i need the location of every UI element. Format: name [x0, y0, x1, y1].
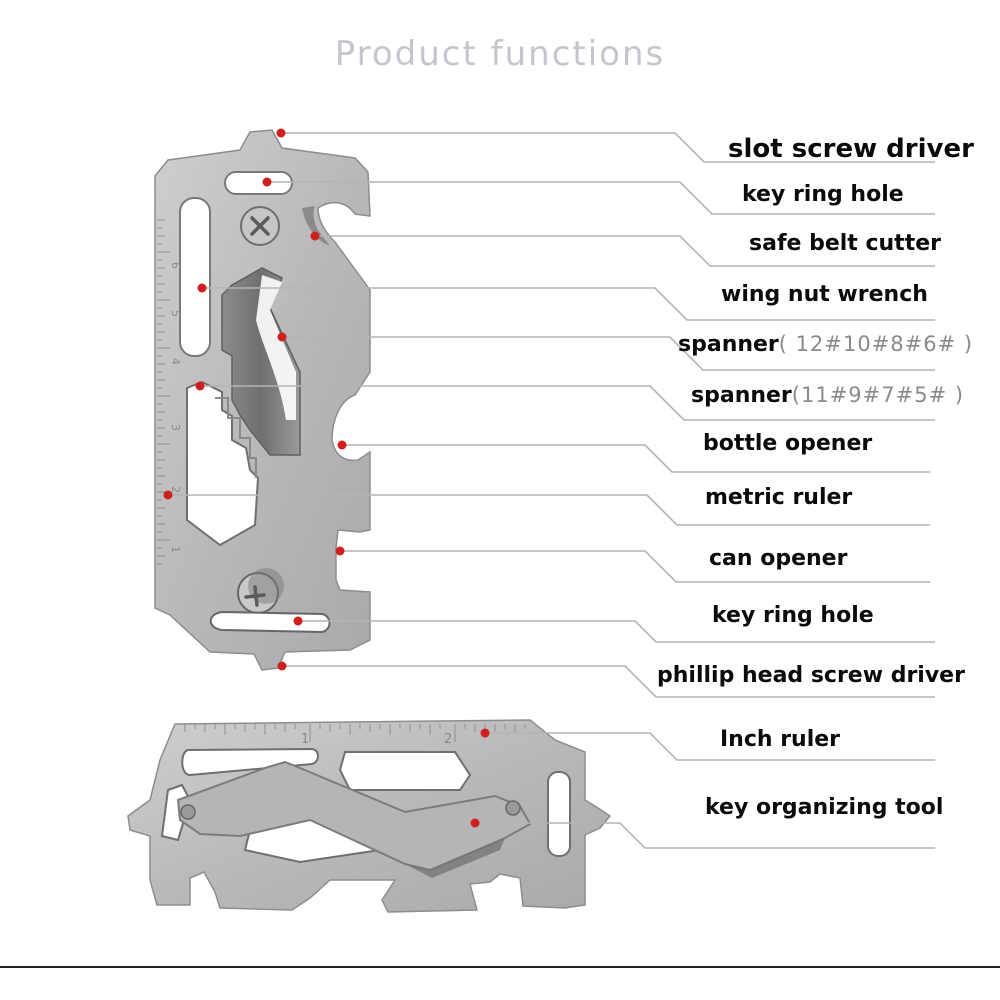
leader-line-wing-nut-wrench [202, 287, 935, 321]
callout-label-safe-belt-cutter: safe belt cutter [749, 231, 941, 256]
leader-line-inch-ruler [485, 732, 935, 761]
spanner-sizes: ( 12#10#8#6# ) [778, 332, 974, 356]
page-title: Product functions [334, 34, 666, 74]
multitool-vertical: 6 5 4 3 2 1 [154, 129, 371, 671]
metric-mark: 6 [169, 262, 182, 269]
key-organizer-arm [176, 760, 532, 872]
leader-line-bottle-opener [342, 444, 930, 473]
leader-line-spanner-odd [200, 385, 935, 421]
key-ring-slot-top [224, 171, 293, 195]
marker-dot-key-ring-hole-top [262, 177, 272, 187]
callout-label-key-organizing-tool: key organizing tool [705, 795, 944, 820]
leader-line-key-ring-hole-top [267, 181, 935, 215]
marker-dot-spanner-even [277, 332, 287, 342]
leader-line-spanner-even [282, 336, 935, 371]
marker-dot-phillip-head-screw-driver [277, 661, 287, 671]
top-screw [240, 206, 280, 246]
callout-label-metric-ruler: metric ruler [705, 485, 853, 510]
leader-line-phillip-head-screw-driver [282, 665, 935, 698]
marker-dot-bottle-opener [337, 440, 347, 450]
metric-ruler-numbers: 6 5 4 3 2 1 [169, 262, 182, 553]
leader-line-key-organizing-tool [475, 822, 935, 849]
callout-label-phillip-head-screw-driver: phillip head screw driver [657, 663, 965, 688]
leader-line-safe-belt-cutter [315, 235, 935, 267]
slot-upper-left [181, 747, 319, 777]
callout-label-spanner-odd: spanner(11#9#7#5# ) [691, 383, 965, 408]
marker-dot-metric-ruler [163, 490, 173, 500]
metric-mark: 4 [169, 358, 182, 365]
metric-mark: 5 [169, 310, 182, 317]
callout-label-key-ring-hole-bottom: key ring hole [712, 603, 874, 628]
marker-dot-key-organizing-tool [470, 818, 480, 828]
multitool-horizontal: 1 2 [127, 719, 612, 913]
callout-label-spanner-even: spanner( 12#10#8#6# ) [678, 332, 974, 357]
leader-line-key-ring-hole-bottom [298, 620, 935, 643]
rivet-right [505, 800, 521, 816]
marker-dot-key-ring-hole-bottom [293, 616, 303, 626]
spanner-steps [215, 397, 257, 478]
marker-dot-wing-nut-wrench [197, 283, 207, 293]
inch-ruler-ticks [184, 724, 526, 742]
marker-dot-safe-belt-cutter [310, 231, 320, 241]
leader-line-can-opener [340, 550, 930, 583]
metric-mark: 1 [169, 546, 182, 553]
callout-label-key-ring-hole-top: key ring hole [742, 182, 904, 207]
slot-right [547, 771, 571, 857]
belt-cutter-hook [302, 206, 330, 246]
callout-label-bottle-opener: bottle opener [703, 431, 873, 456]
long-slot [179, 197, 211, 357]
callout-label-inch-ruler: Inch ruler [720, 727, 841, 752]
inch-mark: 2 [444, 732, 452, 747]
bottom-divider [0, 966, 1000, 968]
leader-line-metric-ruler [168, 494, 930, 526]
callout-leaders [163, 128, 935, 849]
leader-line-slot-screw-driver [281, 132, 935, 163]
metric-mark: 3 [169, 424, 182, 431]
key-ring-slot-bottom [209, 610, 331, 634]
callout-label-slot-screw-driver: slot screw driver [728, 134, 974, 164]
marker-dot-can-opener [335, 546, 345, 556]
marker-dot-inch-ruler [480, 728, 490, 738]
rivet-left [180, 804, 196, 820]
metric-mark: 2 [169, 486, 182, 493]
wrench-cavity-inner [256, 275, 296, 420]
callout-label-can-opener: can opener [709, 546, 848, 571]
spanner-sizes: (11#9#7#5# ) [791, 383, 965, 407]
callout-label-wing-nut-wrench: wing nut wrench [721, 282, 928, 307]
slot-upper-mid [338, 751, 472, 791]
marker-dot-slot-screw-driver [276, 128, 286, 138]
inch-mark: 1 [301, 732, 309, 747]
hex-cavity [186, 380, 260, 547]
marker-dot-spanner-odd [195, 381, 205, 391]
bottom-screw [237, 568, 284, 614]
inch-ruler-numbers: 1 2 [301, 732, 452, 747]
